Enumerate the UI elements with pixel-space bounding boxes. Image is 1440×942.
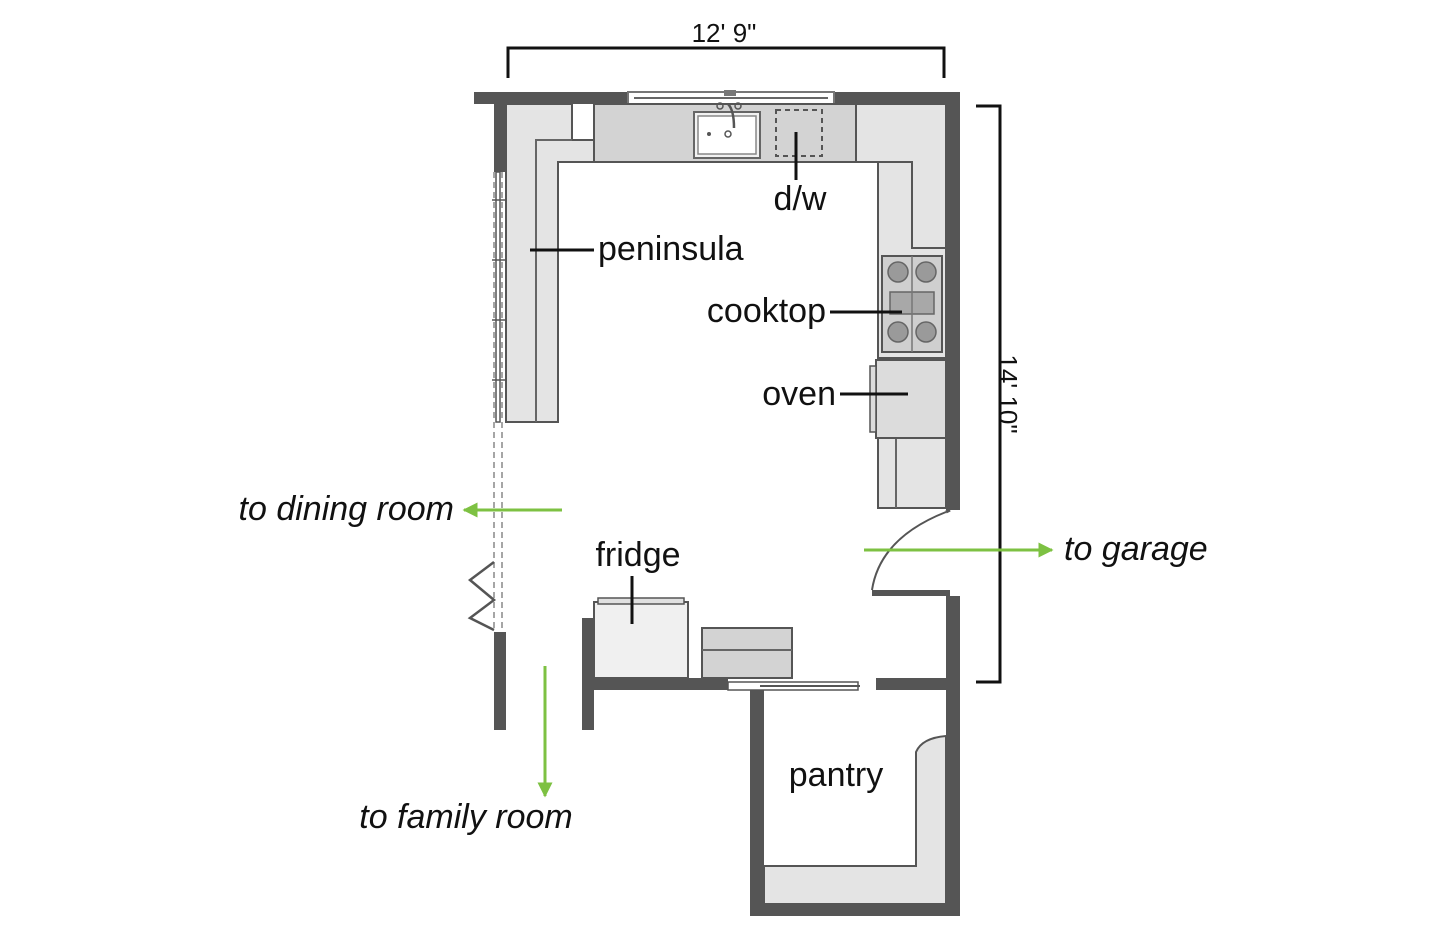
- fridge-label: fridge: [595, 536, 680, 574]
- to-family-room-label: to family room: [359, 798, 573, 836]
- depth-dimension: [976, 104, 1002, 684]
- window: [627, 90, 835, 105]
- cabinet-next-to-fridge: [701, 627, 793, 679]
- width-dimension: [506, 46, 946, 78]
- to-garage-label: to garage: [1064, 530, 1208, 568]
- to-dining-room-label: to dining room: [239, 490, 454, 528]
- dishwasher: [775, 109, 823, 157]
- oven: [869, 359, 947, 439]
- depth-dimension-label: 14' 10": [993, 354, 1023, 433]
- peninsula-label: peninsula: [598, 230, 744, 268]
- pantry-label: pantry: [789, 756, 884, 794]
- pantry-shelves: [763, 734, 947, 905]
- garage-door-swing: [871, 508, 951, 591]
- exit-arrows: [462, 502, 1054, 798]
- pantry-door: [727, 681, 860, 691]
- dishwasher-label: d/w: [774, 180, 827, 218]
- fridge: [593, 597, 689, 679]
- leader-lines: [530, 132, 908, 624]
- cooktop: [881, 255, 943, 353]
- dining-room-doors: [467, 171, 506, 632]
- cooktop-label: cooktop: [707, 292, 826, 330]
- sink: [693, 102, 761, 159]
- walls: [474, 92, 960, 916]
- peninsula-counter: [505, 103, 595, 423]
- width-dimension-label: 12' 9": [692, 18, 757, 48]
- oven-label: oven: [762, 375, 836, 413]
